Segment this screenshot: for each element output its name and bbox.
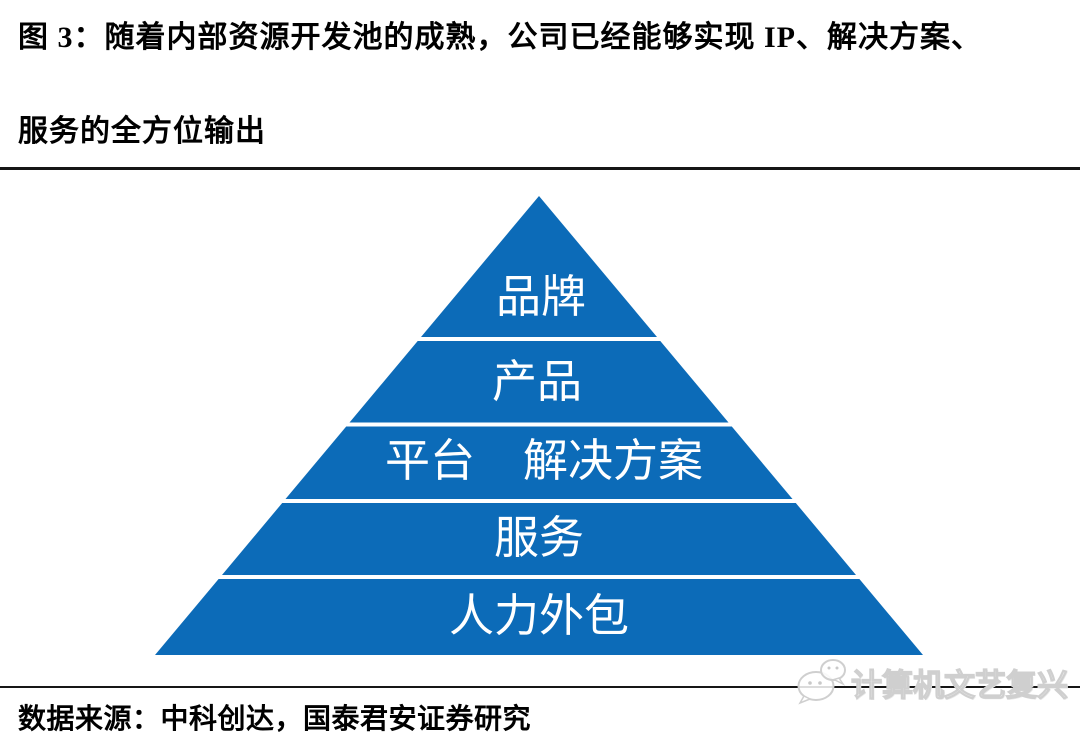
watermark-label: 计算机文艺复兴 <box>850 667 1068 703</box>
wechat-icon <box>797 659 846 705</box>
title-divider <box>0 167 1080 170</box>
pyramid-level-5-shape <box>155 579 923 655</box>
data-source-text: 数据来源：中科创达，国泰君安证券研究 <box>18 703 532 734</box>
pyramid-level-3-label-left: 平台 <box>385 436 475 486</box>
pyramid-level-2-shape <box>349 341 729 423</box>
pyramid-level-5-label: 人力外包 <box>449 591 629 641</box>
pyramid-level-2-label: 产品 <box>492 357 582 407</box>
figure-title-line-2: 服务的全方位输出 <box>18 115 266 148</box>
pyramid-level-3-shape <box>285 426 793 499</box>
pyramid-level-1-label: 品牌 <box>496 272 586 322</box>
pyramid-level-4-label: 服务 <box>494 513 584 563</box>
pyramid-level-1-shape <box>421 196 657 337</box>
watermark: 计算机文艺复兴 <box>795 652 1075 712</box>
pyramid-level-3-label-right: 解决方案 <box>523 436 703 486</box>
figure-title-line-1: 图 3：随着内部资源开发池的成熟，公司已经能够实现 IP、解决方案、 <box>18 21 982 54</box>
footer-divider <box>0 686 1080 688</box>
pyramid-level-4-shape <box>222 503 856 575</box>
